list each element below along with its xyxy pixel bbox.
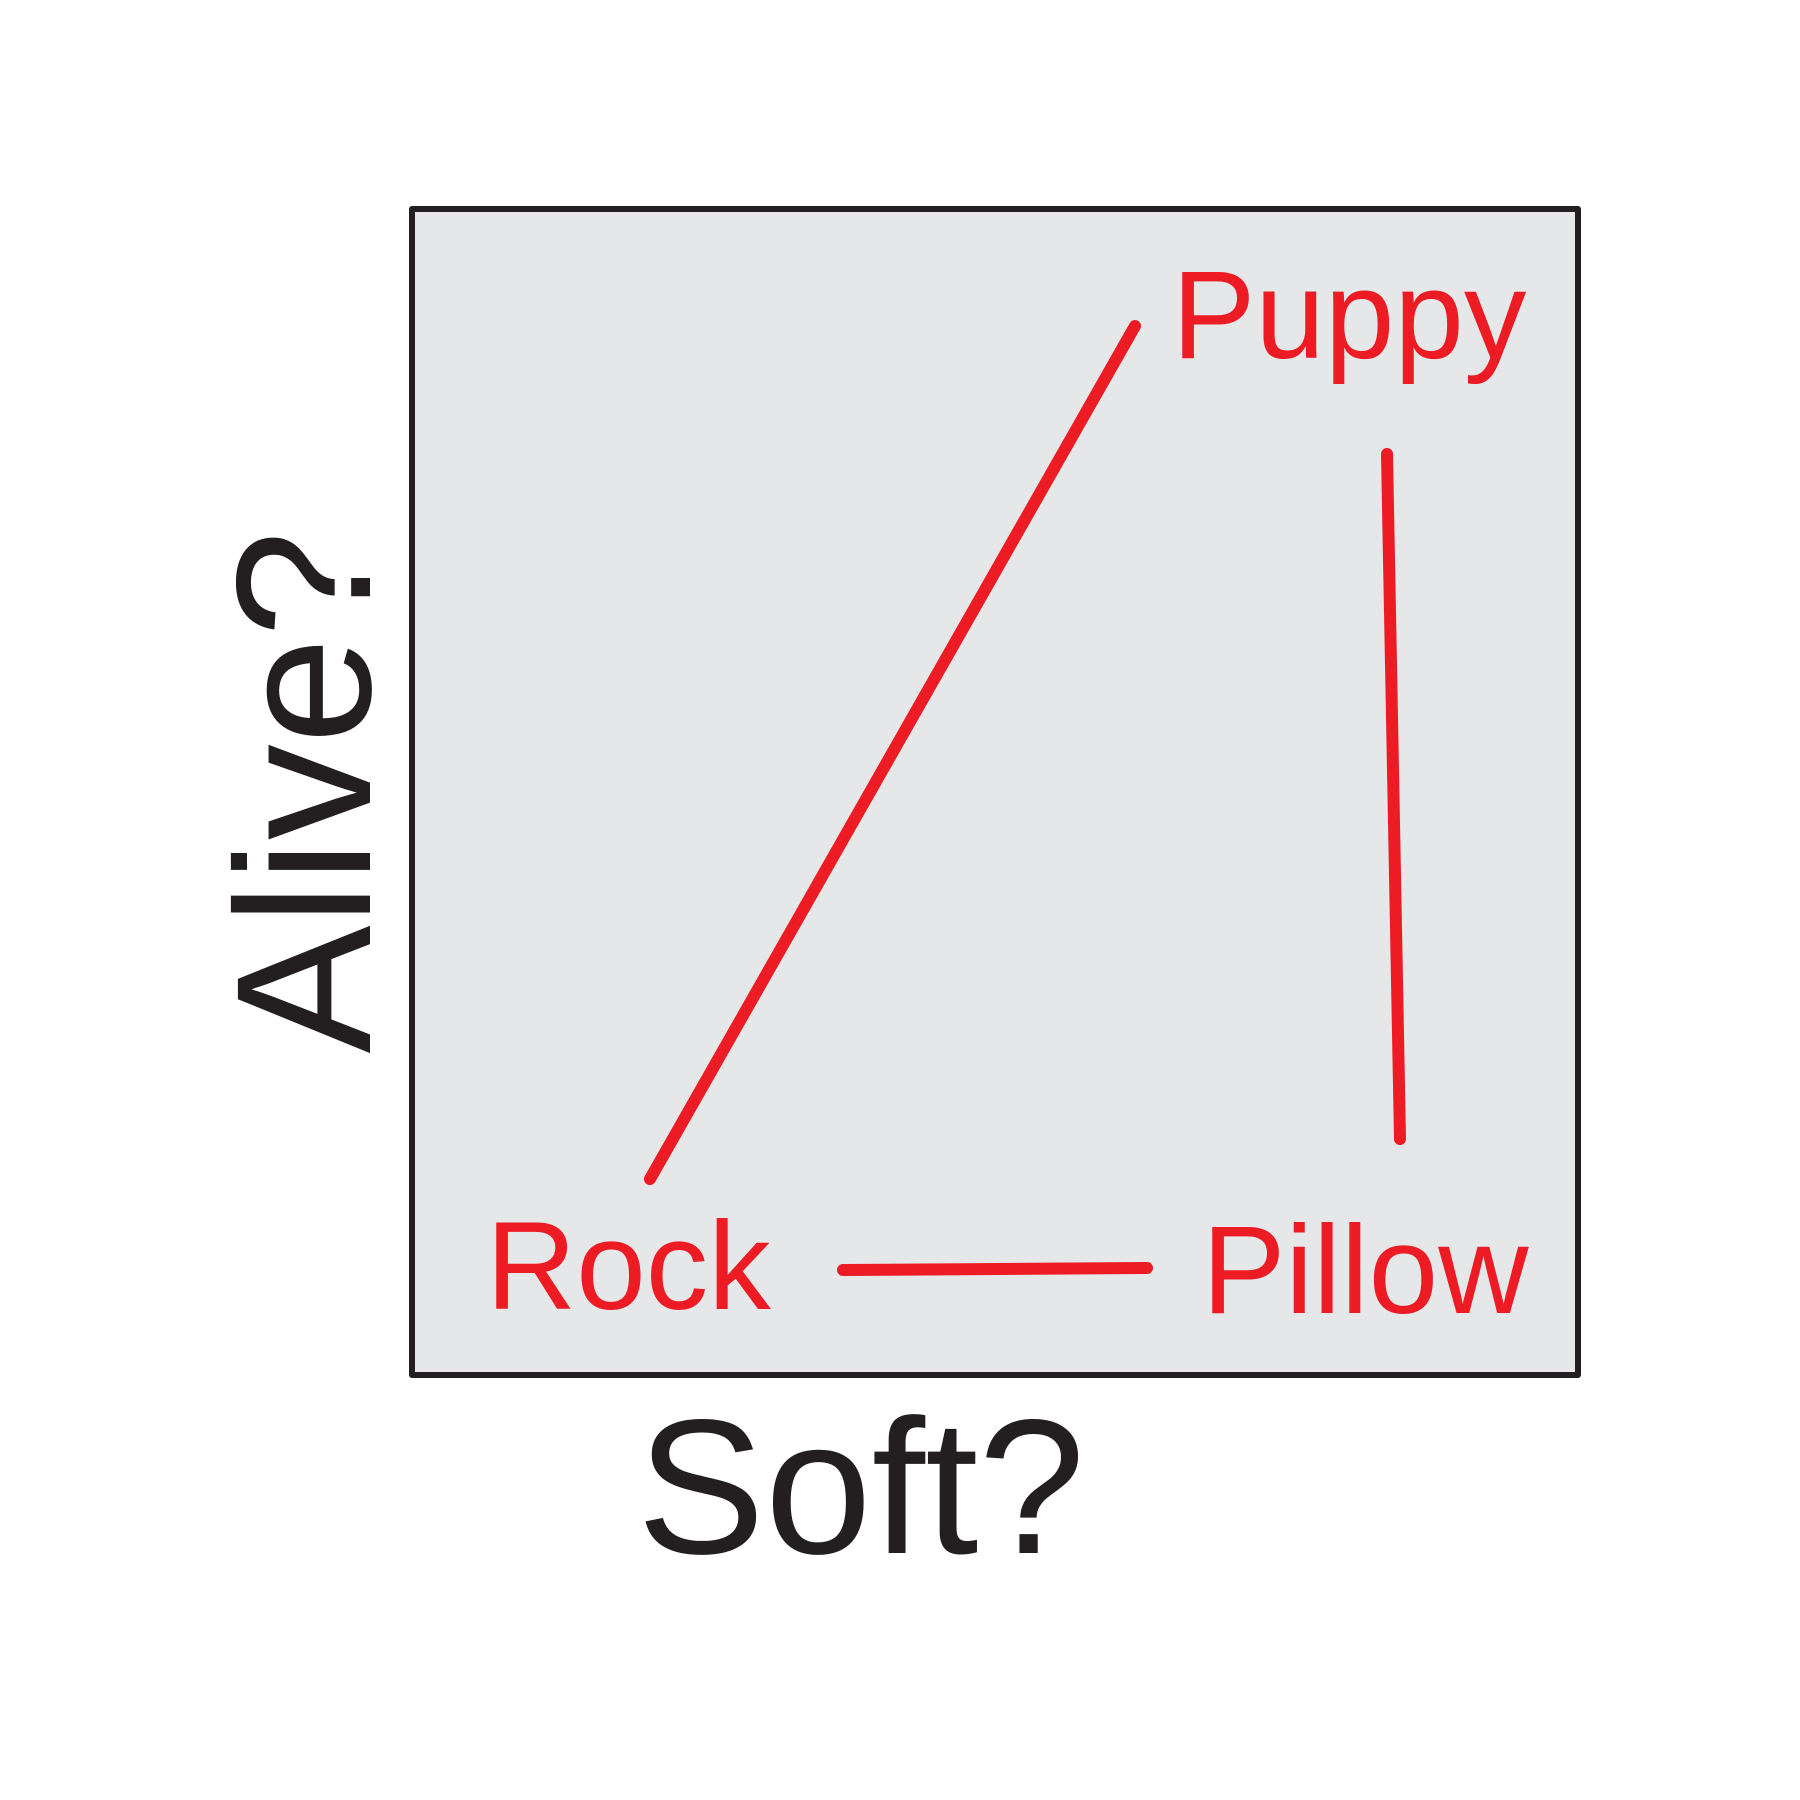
node-label-rock: Rock (486, 1197, 771, 1336)
rock-to-puppy-edge (644, 320, 1141, 1185)
diagram-panel (409, 206, 1581, 1378)
pillow-to-puppy-edge (1381, 448, 1406, 1145)
rock-to-pillow-edge (837, 1262, 1153, 1276)
x-axis-label: Soft? (637, 1379, 1085, 1594)
node-label-puppy: Puppy (1172, 246, 1527, 385)
node-label-pillow: Pillow (1202, 1201, 1529, 1340)
y-axis-label: Alive? (196, 531, 411, 1054)
